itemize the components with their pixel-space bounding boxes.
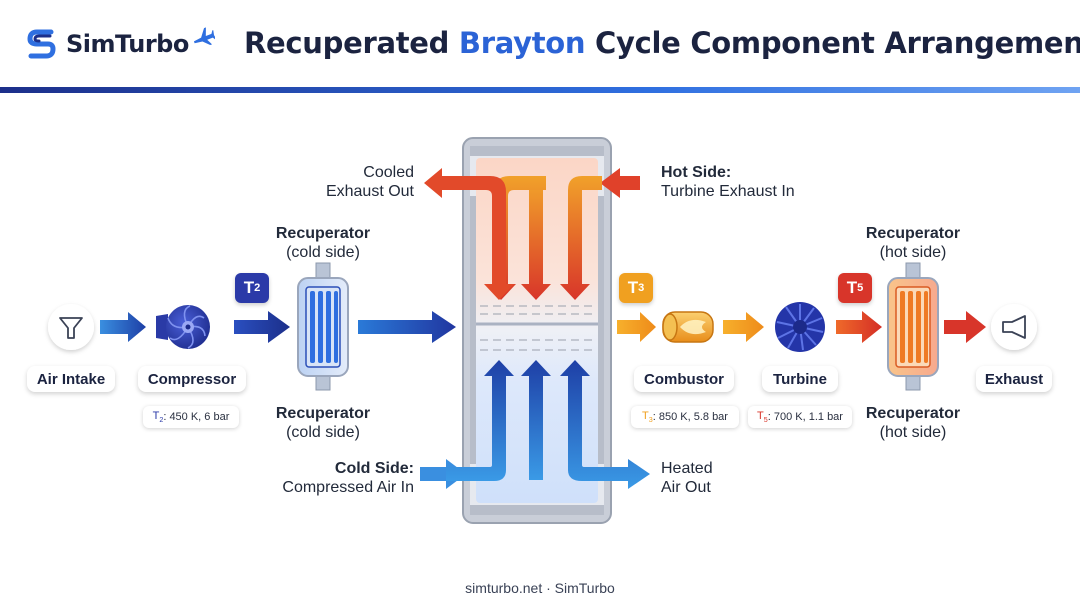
footer-credit: simturbo.net · SimTurbo xyxy=(465,580,615,596)
t2-symbol: T xyxy=(243,278,255,297)
page-title: Recuperated Brayton Cycle Component Arra… xyxy=(244,26,1080,60)
recup-cold-top-line2: (cold side) xyxy=(286,244,360,261)
t2-value-symbol: T2 xyxy=(153,410,164,424)
heated-line2: Air Out xyxy=(661,479,711,496)
cooled-exhaust-out-label: Cooled Exhaust Out xyxy=(300,163,414,201)
t3-value-text: : 850 K, 5.8 bar xyxy=(652,411,728,423)
flow-arrow-combustor-turbine xyxy=(723,312,764,342)
recup-hot-bottom-line1: Recuperator xyxy=(865,405,961,422)
flow-arrow-compressor-recuperator xyxy=(234,311,290,343)
brand-name: SimTurbo xyxy=(66,30,189,58)
hot-side-flow-arrows xyxy=(424,168,640,300)
state-value-t3: T3: 850 K, 5.8 bar xyxy=(631,406,739,428)
t5-sub: 5 xyxy=(857,282,864,294)
flow-arrow-intake-compressor xyxy=(100,312,146,342)
flow-arrow-turbine-recuperator xyxy=(836,311,882,343)
state-value-t5: T5: 700 K, 1.1 bar xyxy=(748,406,852,428)
turbine-icon xyxy=(775,302,825,352)
recuperator-cold-unit xyxy=(297,262,349,391)
recuperator-cold-top-label: Recuperator (cold side) xyxy=(263,224,383,262)
exhaust-label: Exhaust xyxy=(976,366,1052,392)
t3-value-letter: T xyxy=(642,410,649,422)
t5-value-letter: T xyxy=(757,410,764,422)
compressor-icon xyxy=(156,305,210,349)
recuperator-hot-unit xyxy=(887,262,939,391)
t2-value-letter: T xyxy=(152,410,160,422)
cold-side-flow-arrows xyxy=(420,360,650,489)
t2-value-sub: 2 xyxy=(159,416,164,424)
title-suffix: Cycle Component Arrangement xyxy=(585,26,1080,60)
header-divider xyxy=(0,87,1080,93)
airplane-icon xyxy=(193,27,215,46)
recup-hot-top-line2: (hot side) xyxy=(879,244,947,261)
recup-cold-bottom-line2: (cold side) xyxy=(286,424,360,441)
t5-value-symbol: T5 xyxy=(757,410,768,424)
recuperator-hot-bottom-label: Recuperator (hot side) xyxy=(853,404,973,442)
cooled-line1: Cooled xyxy=(363,164,414,181)
air-intake-icon xyxy=(48,304,94,350)
hot-side-in-label: Hot Side: Turbine Exhaust In xyxy=(661,163,795,201)
t3-symbol: T xyxy=(627,278,639,297)
t5-value-sub: 5 xyxy=(763,416,768,424)
recup-cold-bottom-line1: Recuperator xyxy=(275,405,371,422)
t2-value-text: : 450 K, 6 bar xyxy=(163,411,230,423)
cold-side-in-label: Cold Side: Compressed Air In xyxy=(260,459,414,497)
t5-value-text: : 700 K, 1.1 bar xyxy=(767,411,843,423)
t5-symbol: T xyxy=(846,278,858,297)
recup-cold-top-line1: Recuperator xyxy=(275,225,371,242)
flow-arrow-to-heat-exchanger xyxy=(358,311,456,343)
cold-side-title: Cold Side: xyxy=(334,460,414,477)
state-value-t2: T2: 450 K, 6 bar xyxy=(143,406,239,428)
recuperator-cold-bottom-label: Recuperator (cold side) xyxy=(263,404,383,442)
exhaust-icon xyxy=(991,304,1037,350)
title-prefix: Recuperated xyxy=(244,26,459,60)
air-intake-label: Air Intake xyxy=(27,366,115,392)
brand-logo: SimTurbo xyxy=(26,24,215,64)
compressor-label: Compressor xyxy=(138,366,246,392)
turbine-label: Turbine xyxy=(762,366,838,392)
flow-arrow-to-combustor xyxy=(617,312,656,342)
t3-value-symbol: T3 xyxy=(642,410,653,424)
t3-value-sub: 3 xyxy=(648,416,653,424)
t3-sub: 3 xyxy=(638,282,645,294)
s-swirl-logo-icon xyxy=(27,29,56,59)
title-accent: Brayton xyxy=(458,26,586,60)
heated-line1: Heated xyxy=(661,460,713,477)
combustor-icon xyxy=(662,311,714,343)
header: SimTurbo Recuperated Brayton Cycle Compo… xyxy=(0,0,1080,88)
recuperator-hot-top-label: Recuperator (hot side) xyxy=(853,224,973,262)
cooled-line2: Exhaust Out xyxy=(325,183,414,200)
t2-sub: 2 xyxy=(254,282,261,294)
cold-side-desc: Compressed Air In xyxy=(282,479,414,496)
combustor-label: Combustor xyxy=(634,366,734,392)
hot-side-title: Hot Side: xyxy=(661,164,732,181)
heated-air-out-label: Heated Air Out xyxy=(661,459,713,497)
hot-side-desc: Turbine Exhaust In xyxy=(661,183,795,200)
recup-hot-bottom-line2: (hot side) xyxy=(879,424,947,441)
flow-arrow-recuperator-exhaust xyxy=(944,311,986,343)
recup-hot-top-line1: Recuperator xyxy=(865,225,961,242)
